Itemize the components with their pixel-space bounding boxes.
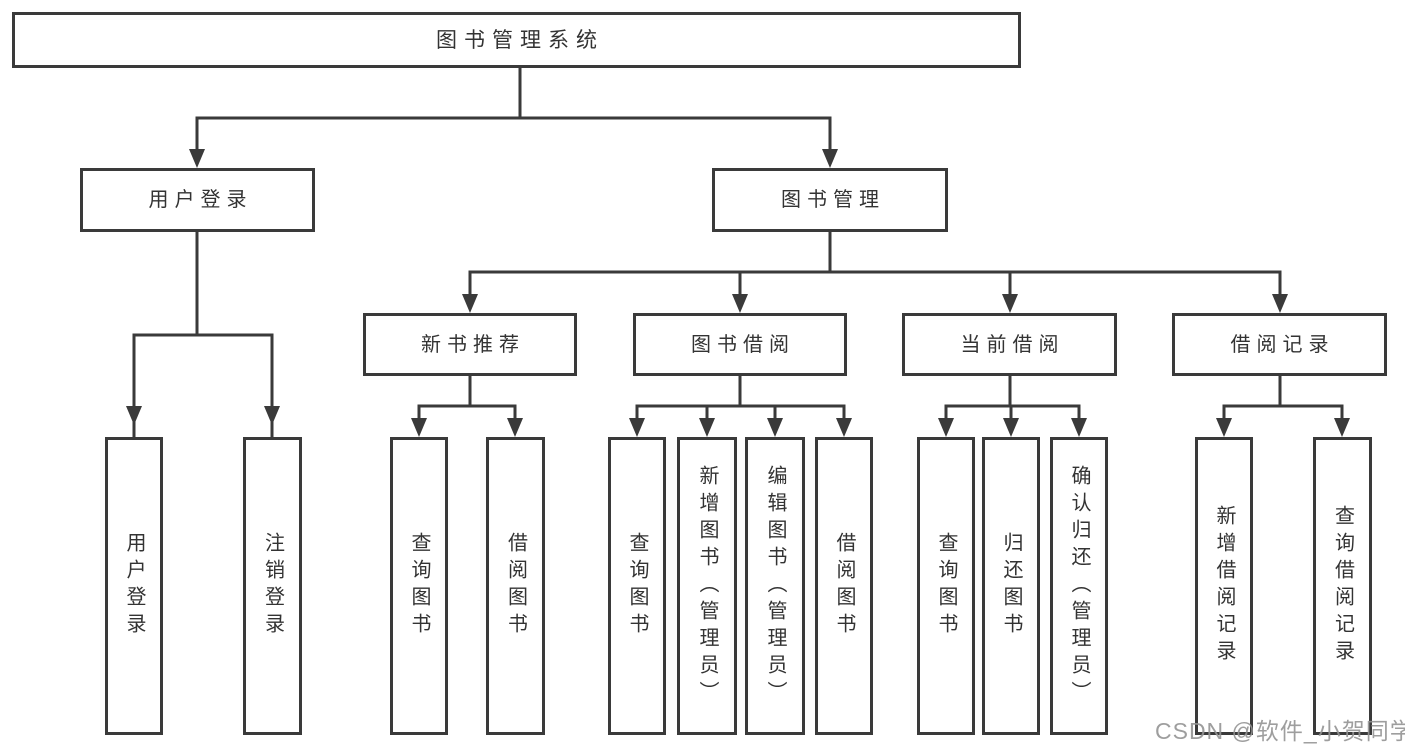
node-query-borrow-record: 查询借阅记录 xyxy=(1313,437,1372,735)
node-borrow-books-recommend: 借阅图书 xyxy=(486,437,545,735)
node-book-borrowing: 图书借阅 xyxy=(633,313,847,376)
node-edit-books-admin: 编辑图书（管理员） xyxy=(745,437,805,735)
node-logout-action: 注销登录 xyxy=(243,437,302,735)
node-book-management-module: 图书管理 xyxy=(712,168,948,232)
node-query-books-borrowing: 查询图书 xyxy=(608,437,666,735)
node-confirm-return-admin: 确认归还（管理员） xyxy=(1050,437,1108,735)
node-borrow-books-action: 借阅图书 xyxy=(815,437,873,735)
node-add-books-admin: 新增图书（管理员） xyxy=(677,437,737,735)
node-query-books-recommend: 查询图书 xyxy=(390,437,448,735)
node-new-book-recommendation: 新书推荐 xyxy=(363,313,577,376)
node-user-login-action: 用户登录 xyxy=(105,437,163,735)
node-borrowing-records: 借阅记录 xyxy=(1172,313,1387,376)
csdn-watermark: CSDN @软件_小贺同学 xyxy=(1155,718,1405,744)
node-add-borrow-record: 新增借阅记录 xyxy=(1195,437,1253,735)
node-return-books: 归还图书 xyxy=(982,437,1040,735)
node-library-management-system: 图书管理系统 xyxy=(12,12,1021,68)
node-user-login-module: 用户登录 xyxy=(80,168,315,232)
node-query-books-current: 查询图书 xyxy=(917,437,975,735)
node-current-borrowing: 当前借阅 xyxy=(902,313,1117,376)
